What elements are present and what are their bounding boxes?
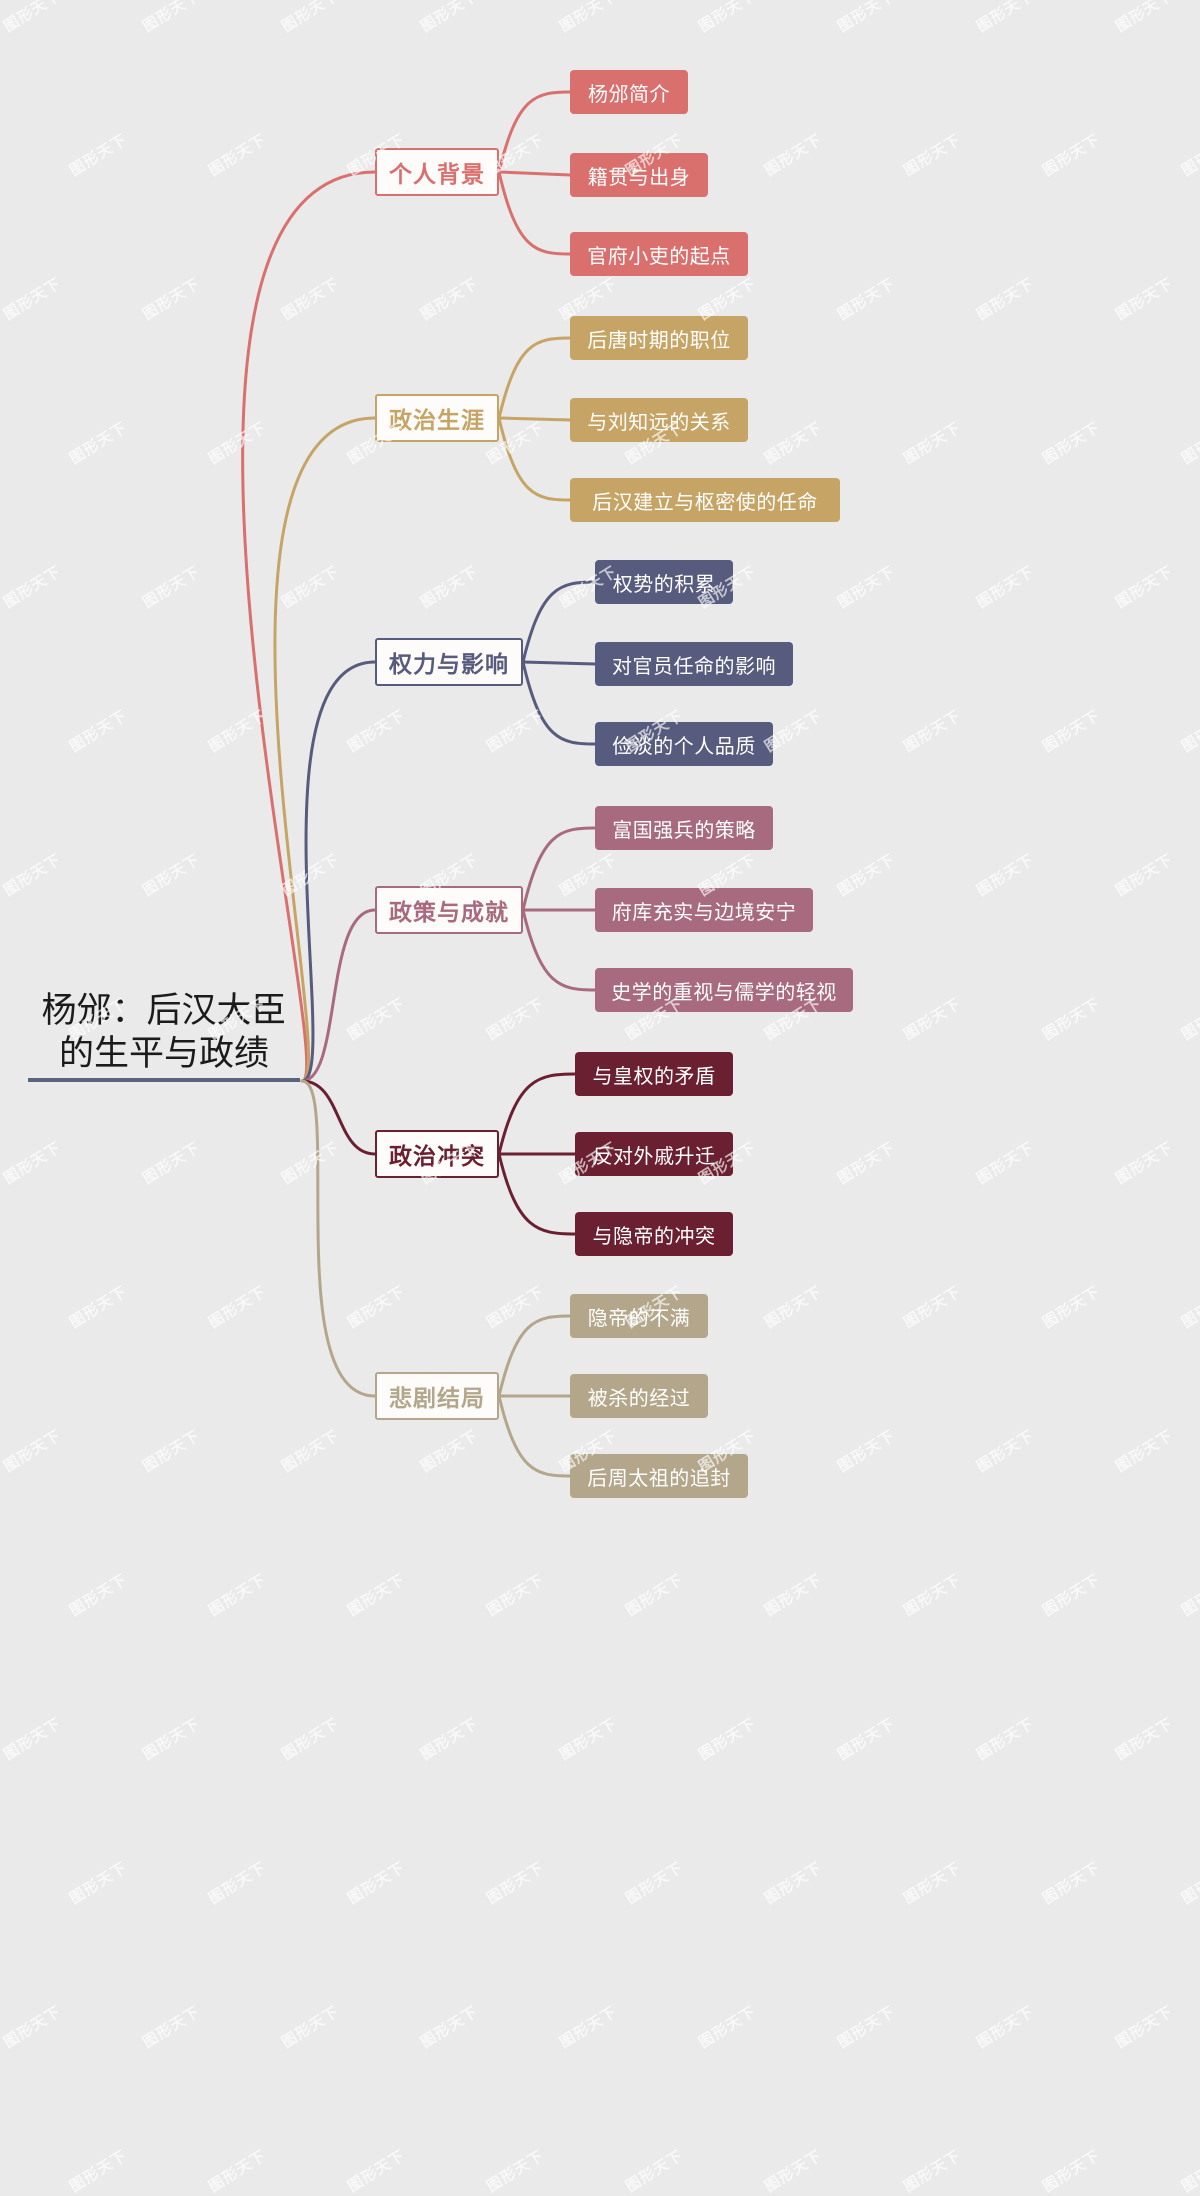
- leaf-label: 与皇权的矛盾: [592, 1065, 716, 1088]
- leaf-label: 对官员任命的影响: [612, 655, 776, 678]
- watermark-text: 图形天下: [344, 2146, 409, 2196]
- watermark-text: 图形天下: [483, 2146, 548, 2196]
- connector-path: [497, 416, 572, 502]
- connector-path: [521, 660, 597, 666]
- branch-node-political-conflict[interactable]: 政治冲突: [375, 1130, 499, 1178]
- leaf-label: 后周太祖的追封: [587, 1467, 731, 1490]
- branch-label: 政治生涯: [389, 407, 485, 433]
- leaf-node-power-influence-2[interactable]: 俭淡的个人品质: [595, 722, 773, 766]
- leaf-label: 后唐时期的职位: [587, 329, 731, 352]
- connector-path: [521, 908, 597, 992]
- connector-path: [497, 416, 572, 422]
- watermark-text: 图形天下: [900, 2146, 965, 2196]
- connector-path: [497, 1394, 572, 1478]
- leaf-label: 官府小吏的起点: [587, 245, 731, 268]
- leaf-label: 史学的重视与儒学的轻视: [611, 981, 837, 1004]
- leaf-node-personal-background-1[interactable]: 籍贯与出身: [570, 153, 708, 197]
- leaf-node-political-conflict-1[interactable]: 反对外戚升迁: [575, 1132, 733, 1176]
- leaf-node-policy-achievements-2[interactable]: 史学的重视与儒学的轻视: [595, 968, 853, 1012]
- branch-node-personal-background[interactable]: 个人背景: [375, 148, 499, 196]
- branch-label: 悲剧结局: [389, 1385, 485, 1411]
- watermark-text: 图形天下: [1178, 2146, 1200, 2196]
- watermark-text: 图形天下: [761, 2146, 826, 2196]
- branch-label: 政治冲突: [389, 1143, 485, 1169]
- connector-path: [497, 1152, 577, 1236]
- connector-path: [300, 1079, 377, 1156]
- leaf-node-policy-achievements-0[interactable]: 富国强兵的策略: [595, 806, 773, 850]
- branch-node-policy-achievements[interactable]: 政策与成就: [375, 886, 523, 934]
- leaf-node-personal-background-0[interactable]: 杨邠简介: [570, 70, 688, 114]
- connector-path: [300, 908, 377, 1083]
- leaf-label: 隐帝的不满: [587, 1307, 691, 1330]
- connector-path: [241, 170, 377, 1083]
- leaf-label: 杨邠简介: [588, 83, 670, 106]
- leaf-node-power-influence-0[interactable]: 权势的积累: [595, 560, 733, 604]
- leaf-label: 与隐帝的冲突: [592, 1225, 716, 1248]
- branch-node-tragic-ending[interactable]: 悲剧结局: [375, 1372, 499, 1420]
- branch-node-power-influence[interactable]: 权力与影响: [375, 638, 523, 686]
- node-layer: 杨邠：后汉大臣 的生平与政绩 个人背景杨邠简介籍贯与出身官府小吏的起点政治生涯后…: [28, 70, 853, 1498]
- connector-path: [300, 660, 377, 1083]
- leaf-label: 府库充实与边境安宁: [611, 901, 797, 924]
- root-title-line2: 的生平与政绩: [58, 1033, 269, 1074]
- root-node[interactable]: 杨邠：后汉大臣 的生平与政绩: [28, 990, 300, 1083]
- watermark-text: 图形天下: [1039, 2146, 1104, 2196]
- connector-layer: [241, 90, 597, 1478]
- leaf-node-tragic-ending-0[interactable]: 隐帝的不满: [570, 1294, 708, 1338]
- root-title-line1: 杨邠：后汉大臣: [41, 991, 287, 1031]
- leaf-label: 俭淡的个人品质: [612, 735, 756, 758]
- leaf-label: 权势的积累: [612, 573, 716, 596]
- watermark-text: 图形天下: [205, 2146, 270, 2196]
- connector-path: [497, 1314, 572, 1398]
- leaf-label: 与刘知远的关系: [587, 411, 731, 434]
- connector-path: [300, 1079, 377, 1398]
- connector-path: [497, 1072, 577, 1156]
- leaf-node-political-conflict-2[interactable]: 与隐帝的冲突: [575, 1212, 733, 1256]
- leaf-node-political-career-1[interactable]: 与刘知远的关系: [570, 398, 748, 442]
- branch-label: 个人背景: [389, 161, 485, 187]
- leaf-node-political-conflict-0[interactable]: 与皇权的矛盾: [575, 1052, 733, 1096]
- watermark-text: 图形天下: [66, 2146, 131, 2196]
- connector-path: [497, 170, 572, 256]
- connector-path: [497, 170, 572, 177]
- leaf-node-power-influence-1[interactable]: 对官员任命的影响: [595, 642, 793, 686]
- leaf-label: 籍贯与出身: [587, 166, 691, 189]
- connector-path: [521, 580, 597, 664]
- connector-path: [521, 660, 597, 746]
- leaf-node-political-career-2[interactable]: 后汉建立与枢密使的任命: [570, 478, 840, 522]
- branch-label: 政策与成就: [389, 899, 509, 925]
- leaf-label: 后汉建立与枢密使的任命: [592, 491, 818, 514]
- leaf-node-personal-background-2[interactable]: 官府小吏的起点: [570, 232, 748, 276]
- connector-path: [521, 826, 597, 912]
- connector-path: [497, 336, 572, 420]
- connector-path: [497, 90, 572, 174]
- leaf-node-tragic-ending-2[interactable]: 后周太祖的追封: [570, 1454, 748, 1498]
- watermark-text: 图形天下: [622, 2146, 687, 2196]
- branch-label: 权力与影响: [389, 651, 509, 677]
- leaf-node-tragic-ending-1[interactable]: 被杀的经过: [570, 1374, 708, 1418]
- leaf-node-political-career-0[interactable]: 后唐时期的职位: [570, 316, 748, 360]
- leaf-label: 反对外戚升迁: [592, 1145, 716, 1168]
- branch-node-political-career[interactable]: 政治生涯: [375, 394, 499, 442]
- leaf-label: 被杀的经过: [587, 1387, 691, 1410]
- leaf-node-policy-achievements-1[interactable]: 府库充实与边境安宁: [595, 888, 813, 932]
- connector-path: [273, 416, 377, 1083]
- leaf-label: 富国强兵的策略: [612, 819, 756, 842]
